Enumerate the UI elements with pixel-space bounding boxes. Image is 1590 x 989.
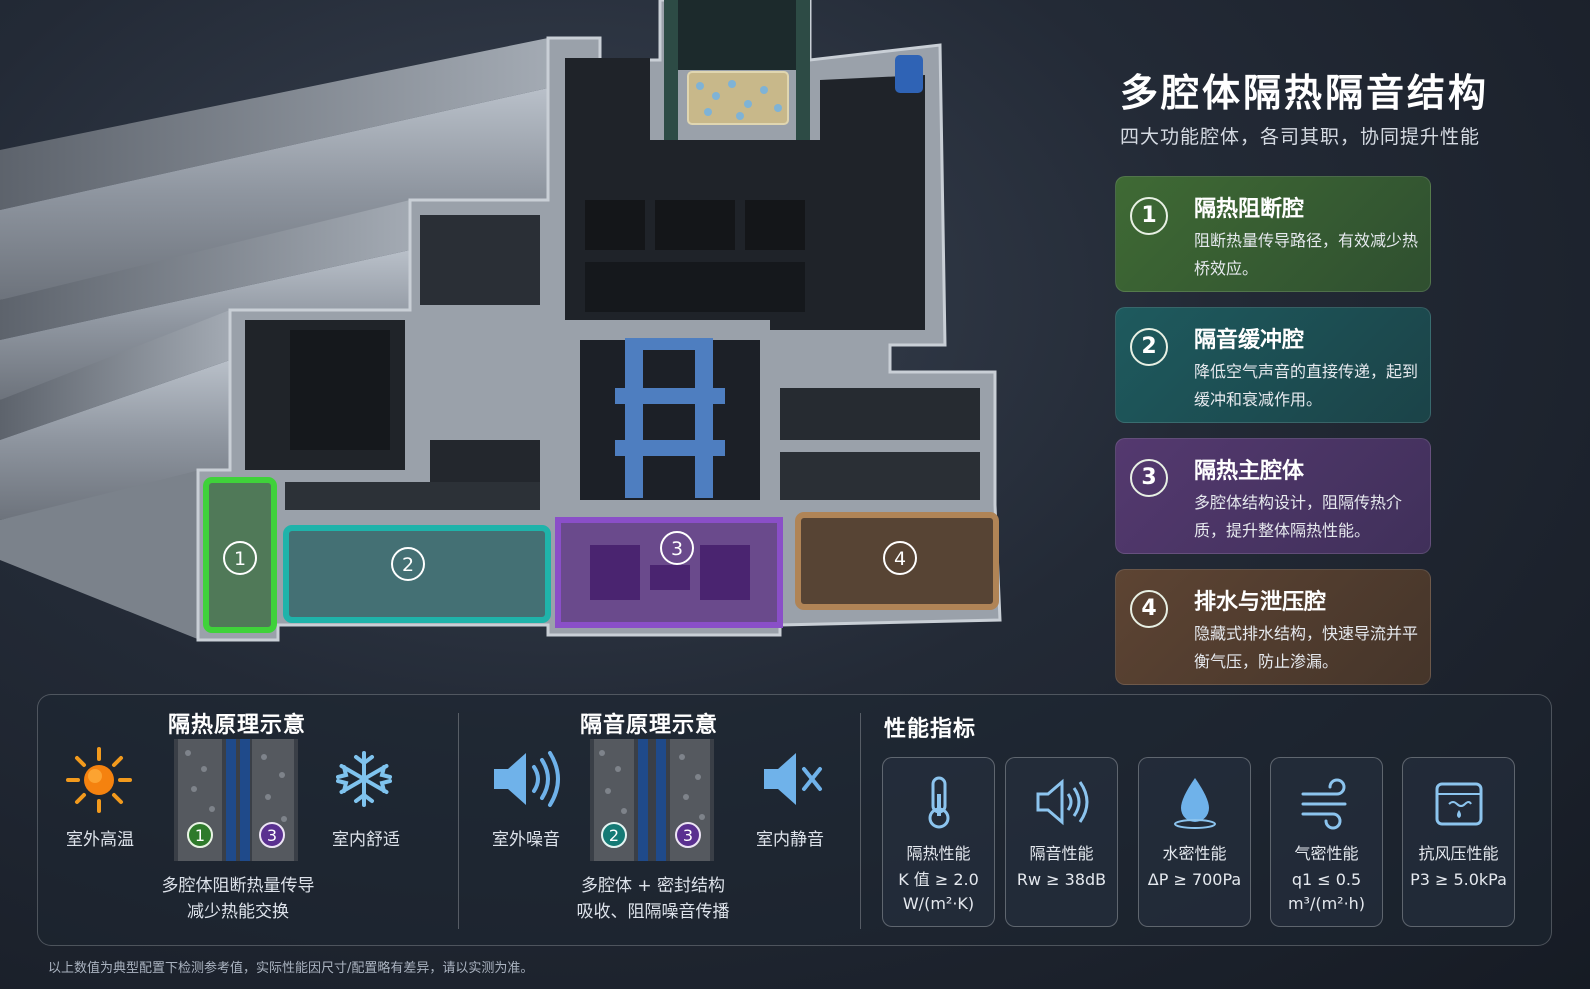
metric-card-wind-pressure: 抗风压性能 P3 ≥ 5.0kPa — [1402, 757, 1515, 927]
metric-value: q1 ≤ 0.5 m³/(m²·h) — [1271, 868, 1382, 916]
metric-value-line1: q1 ≤ 0.5 — [1291, 870, 1362, 889]
speaker-icon — [1036, 778, 1089, 826]
thermometer-icon — [928, 776, 950, 829]
metric-name: 气密性能 — [1294, 844, 1359, 863]
chamber-number-badge: 2 — [1130, 328, 1168, 366]
thermal-caption-line2: 减少热能交换 — [187, 902, 289, 922]
performance-title: 性能指标 — [884, 717, 977, 742]
metric-value-line2: m³/(m²·h) — [1287, 894, 1366, 913]
footnote: 以上数值为典型配置下检测参考值，实际性能因尺寸/配置略有差异，请以实测为准。 — [48, 961, 534, 976]
thermal-caption: 多腔体阻断热量传导 减少热能交换 — [128, 873, 348, 925]
svg-text:3: 3 — [683, 826, 693, 845]
speaker-loud-icon — [494, 751, 560, 807]
chamber-1-outline: 1 — [203, 477, 277, 633]
thermal-outside-label: 室外高温 — [66, 830, 134, 850]
section-divider — [458, 713, 459, 929]
chamber-card-1: 1 隔热阻断腔 阻断热量传导路径，有效减少热桥效应。 — [1115, 176, 1431, 292]
svg-text:1: 1 — [195, 826, 205, 845]
chamber-card-title: 排水与泄压腔 — [1194, 590, 1327, 615]
chamber-number-badge: 3 — [1130, 459, 1168, 497]
chamber-card-description: 降低空气声音的直接传递，起到缓冲和衰减作用。 — [1194, 362, 1419, 409]
chamber-4-outline: 4 — [795, 512, 999, 610]
metric-value-line1: ΔP ≥ 700Pa — [1147, 870, 1242, 889]
thermal-caption-line1: 多腔体阻断热量传导 — [161, 876, 315, 896]
acoustic-inside-label: 室内静音 — [756, 830, 824, 850]
water-drop-icon — [1174, 778, 1216, 829]
metric-value-line1: K 值 ≥ 2.0 — [898, 870, 979, 889]
acoustic-caption-line2: 吸收、阻隔噪音传播 — [576, 902, 730, 922]
acoustic-outside-label: 室外噪音 — [492, 830, 560, 850]
chamber-1-marker — [223, 541, 257, 575]
chamber-card-title: 隔音缓冲腔 — [1194, 328, 1305, 353]
metric-value-line2: W/(m²·K) — [902, 894, 975, 913]
acoustic-caption-line1: 多腔体 + 密封结构 — [580, 876, 726, 896]
svg-text:3: 3 — [671, 538, 683, 560]
metric-name: 隔音性能 — [1029, 844, 1094, 863]
svg-text:1: 1 — [234, 548, 246, 570]
metric-card-thermal: 隔热性能 K 值 ≥ 2.0 W/(m²·K) — [882, 757, 995, 927]
speaker-mute-icon — [764, 753, 822, 805]
thermal-principle-title: 隔热原理示意 — [168, 713, 307, 738]
metric-value: P3 ≥ 5.0kPa — [1403, 868, 1514, 892]
metric-value-line1: P3 ≥ 5.0kPa — [1410, 870, 1507, 889]
chamber-3-marker — [660, 531, 694, 565]
chamber-number-badge: 4 — [1130, 590, 1168, 628]
metric-value: K 值 ≥ 2.0 W/(m²·K) — [883, 868, 994, 916]
window-pressure-icon — [1435, 782, 1483, 826]
window-profile-cross-section: 1 2 3 4 — [0, 0, 1002, 642]
chamber-card-title: 隔热主腔体 — [1194, 459, 1305, 484]
page-subtitle: 四大功能腔体，各司其职，协同提升性能 — [1120, 126, 1481, 148]
snowflake-icon — [336, 751, 392, 807]
acoustic-principle-title: 隔音原理示意 — [580, 713, 719, 738]
chamber-4-marker — [883, 541, 917, 575]
chamber-card-3: 3 隔热主腔体 多腔体结构设计，阻隔传热介质，提升整体隔热性能。 — [1115, 438, 1431, 554]
profile-extrusion-bars — [0, 38, 548, 640]
svg-text:2: 2 — [402, 554, 414, 576]
chamber-card-description: 多腔体结构设计，阻隔传热介质，提升整体隔热性能。 — [1194, 493, 1403, 540]
chamber-3-outline: 3 — [555, 517, 783, 628]
thermal-section-diagram: 1 3 — [174, 739, 298, 861]
acoustic-caption: 多腔体 + 密封结构 吸收、阻隔噪音传播 — [538, 873, 768, 925]
metric-card-acoustic: 隔音性能 Rw ≥ 38dB — [1005, 757, 1118, 927]
svg-text:4: 4 — [894, 548, 906, 570]
metric-card-watertight: 水密性能 ΔP ≥ 700Pa — [1138, 757, 1251, 927]
metric-card-airtight: 气密性能 q1 ≤ 0.5 m³/(m²·h) — [1270, 757, 1383, 927]
acoustic-section-diagram: 2 3 — [590, 739, 714, 861]
wind-icon — [1301, 778, 1347, 830]
chamber-card-description: 阻断热量传导路径，有效减少热桥效应。 — [1194, 231, 1419, 278]
section-divider — [860, 713, 861, 929]
profile-front-face — [196, 0, 1002, 642]
svg-text:2: 2 — [609, 826, 619, 845]
metric-value: ΔP ≥ 700Pa — [1139, 868, 1250, 892]
thermal-inside-label: 室内舒适 — [332, 830, 400, 850]
chamber-2-marker — [391, 547, 425, 581]
svg-text:3: 3 — [267, 826, 277, 845]
metric-name: 水密性能 — [1162, 844, 1227, 863]
chamber-2-outline: 2 — [283, 525, 551, 623]
chamber-card-description: 隐藏式排水结构，快速导流并平衡气压，防止渗漏。 — [1194, 624, 1419, 671]
chamber-card-2: 2 隔音缓冲腔 降低空气声音的直接传递，起到缓冲和衰减作用。 — [1115, 307, 1431, 423]
sun-icon — [66, 747, 132, 813]
metric-name: 隔热性能 — [906, 844, 971, 863]
metric-value: Rw ≥ 38dB — [1006, 868, 1117, 892]
chamber-number-badge: 1 — [1130, 197, 1168, 235]
metric-name: 抗风压性能 — [1418, 844, 1499, 863]
chamber-card-4: 4 排水与泄压腔 隐藏式排水结构，快速导流并平衡气压，防止渗漏。 — [1115, 569, 1431, 685]
chamber-card-title: 隔热阻断腔 — [1194, 197, 1305, 222]
principles-panel: 隔热原理示意 室外高温 1 3 — [37, 694, 1552, 946]
metric-value-line1: Rw ≥ 38dB — [1016, 870, 1107, 889]
page-title: 多腔体隔热隔音结构 — [1120, 71, 1490, 115]
